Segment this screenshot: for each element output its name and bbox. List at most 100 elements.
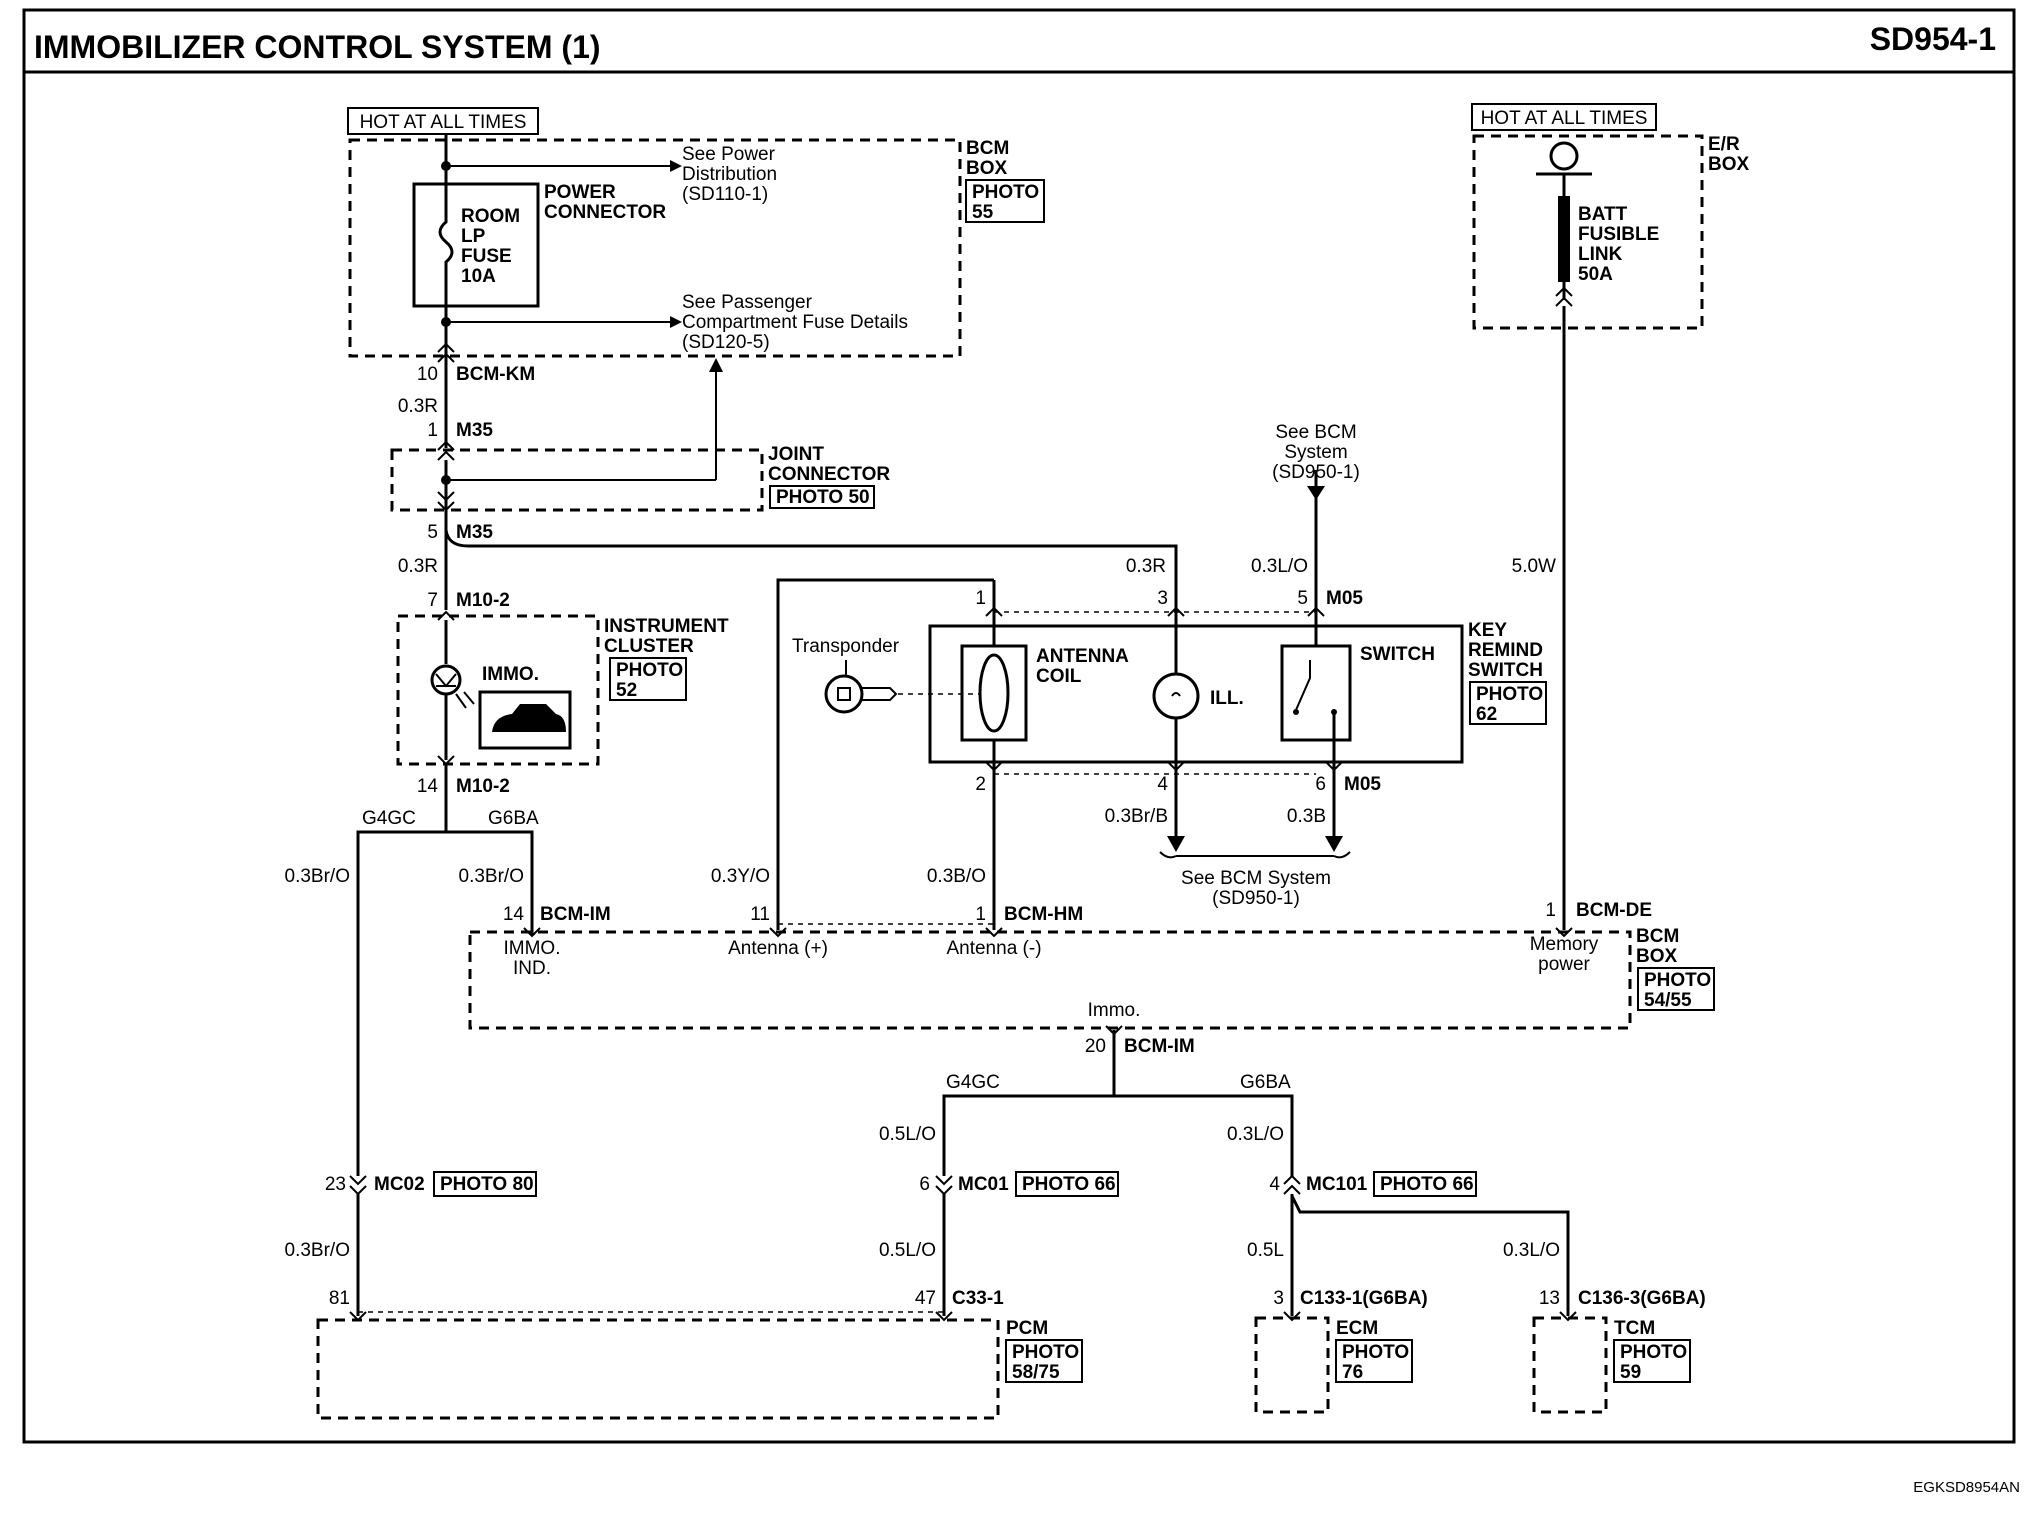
arrow-head [1307, 486, 1325, 500]
er-box-outline [1472, 134, 1704, 330]
photo-76-box [1335, 1339, 1413, 1383]
batt-link-3: LINK [1578, 244, 1623, 265]
er-box-name: E/R [1708, 134, 1740, 155]
pin-chevron [1559, 1311, 1577, 1322]
pin-20: 20 [1085, 1036, 1106, 1057]
room-fuse-box [412, 182, 540, 308]
branch-g6ba: G6BA [1240, 1072, 1291, 1093]
pin-11: 11 [750, 904, 770, 925]
see-passenger-3: (SD120-5) [682, 332, 770, 353]
pin-6: 6 [919, 1174, 930, 1195]
switch-pivot-icon [1293, 709, 1299, 715]
see-power-1: See Power [682, 144, 776, 165]
pin-1: 1 [975, 588, 986, 609]
branch-g6ba: G6BA [488, 808, 539, 829]
see-passenger-2: Compartment Fuse Details [682, 312, 908, 333]
lamp-diode-icon [435, 673, 457, 688]
photo-number: 59 [1620, 1362, 1641, 1383]
pin-3: 3 [1157, 588, 1168, 609]
tcm-module: TCM PHOTO 59 [1532, 1311, 1691, 1414]
branch-bar [942, 1094, 1294, 1120]
footer-code: EGKSD8954AN [1913, 1479, 2020, 1496]
ecm-module: ECM PHOTO 76 [1254, 1311, 1413, 1414]
connector-chevron [1167, 606, 1185, 617]
pin-chevrons [523, 927, 1573, 938]
connector-m10-2: M10-2 [456, 590, 510, 611]
lamp-filament-icon [1171, 692, 1181, 697]
pcm-name: PCM [1006, 1318, 1048, 1339]
connector-chevron [437, 610, 455, 621]
arrow-head [709, 358, 723, 372]
page-code: SD954-1 [1870, 21, 1996, 57]
bcm-box-name: BCM [1636, 926, 1679, 947]
wire-0.3r: 0.3R [398, 556, 438, 577]
wire-0.3br-o: 0.3Br/O [459, 866, 524, 887]
ecm-name: ECM [1336, 1318, 1378, 1339]
immo-ind-1: IMMO. [504, 938, 561, 959]
car-icon [492, 704, 566, 732]
key-remind-name-3: SWITCH [1468, 660, 1543, 681]
connector-chevron [1167, 761, 1185, 772]
connector-chevron [985, 606, 1003, 617]
see-bcm-bottom-1: See BCM System [1181, 868, 1331, 889]
batt-link-2: FUSIBLE [1578, 224, 1659, 245]
transponder-label: Transponder [792, 636, 900, 657]
ecm-outline [1254, 1316, 1330, 1414]
antenna-plus-wire [776, 578, 994, 930]
car-icon-frame [478, 690, 572, 750]
pin-4: 4 [1157, 774, 1168, 795]
connector-chevron [1325, 761, 1343, 772]
pin-3: 3 [1273, 1288, 1284, 1309]
hot-label-box [1471, 103, 1657, 131]
connector-chevron [985, 761, 1003, 772]
connector-mc02: MC02 [374, 1174, 425, 1195]
connector-chevron [1555, 286, 1573, 307]
antenna-coil-icon [978, 653, 1010, 733]
connector-mc01: MC01 [958, 1174, 1009, 1195]
wire-0.3l-o: 0.3L/O [1251, 556, 1308, 577]
see-bcm-top-3: (SD950-1) [1272, 462, 1360, 483]
memory-power-1: Memory [1530, 934, 1599, 955]
key-blade-icon [862, 687, 898, 701]
pin-23: 23 [325, 1174, 346, 1195]
bcm-box-outline [348, 138, 962, 358]
fuse-rating: 10A [461, 266, 496, 287]
branch-g4gc: G4GC [946, 1072, 1000, 1093]
wire-0.5l: 0.5L [1247, 1240, 1284, 1261]
connector-bcm-de: BCM-DE [1576, 900, 1652, 921]
wire-0.3r: 0.3R [1126, 556, 1166, 577]
photo-54-55-box [1637, 967, 1715, 1011]
connector-bcm-km: BCM-KM [456, 364, 535, 385]
light-rays-icon [455, 691, 475, 709]
key-remind-name-2: REMIND [1468, 640, 1543, 661]
connector-bcm-im: BCM-IM [1124, 1036, 1195, 1057]
pin-14: 14 [417, 776, 439, 797]
photo-80: PHOTO 80 [440, 1174, 534, 1195]
pin-4: 4 [1269, 1174, 1280, 1195]
connector-bcm-im: BCM-IM [540, 904, 611, 925]
fuse-symbol [438, 166, 454, 330]
battery-icon [1549, 141, 1579, 171]
joint-connector-outline [390, 448, 764, 512]
transponder-chip-icon [837, 687, 851, 701]
photo-66: PHOTO 66 [1022, 1174, 1116, 1195]
wire-0.3l-o: 0.3L/O [1503, 1240, 1560, 1261]
fusible-link-icon [1558, 196, 1570, 282]
connector-chevron [437, 440, 455, 461]
arrow-head [1167, 836, 1185, 852]
wire-0.3br-o: 0.3Br/O [285, 866, 350, 887]
batt-link-4: 50A [1578, 264, 1613, 285]
connector-chevron [349, 1175, 367, 1196]
connector-m05: M05 [1326, 588, 1363, 609]
pcm-outline [316, 1318, 1000, 1420]
connector-chevron [935, 1175, 953, 1196]
bcm-box-name2: BOX [1636, 946, 1678, 967]
connector-m35: M35 [456, 522, 493, 543]
pin-47: 47 [915, 1288, 936, 1309]
photo-number: 62 [1476, 704, 1497, 725]
branch-g4gc: G4GC [362, 808, 416, 829]
wire-0.3y-o: 0.3Y/O [711, 866, 770, 887]
cluster-name-2: CLUSTER [604, 636, 694, 657]
see-power-3: (SD110-1) [682, 184, 768, 205]
